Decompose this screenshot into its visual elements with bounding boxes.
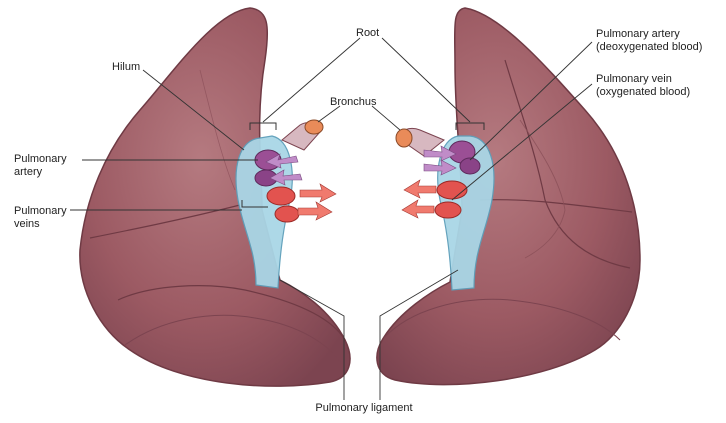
pulmonary-vein-right-label: Pulmonary vein (oxygenated blood) xyxy=(596,73,690,99)
pulmonary-vein-right-line-2: (oxygenated blood) xyxy=(596,86,690,99)
left-vein-a xyxy=(267,187,295,205)
right-vein-a xyxy=(437,181,467,199)
pulmonary-vein-right-line-1: Pulmonary vein xyxy=(596,73,690,86)
pulmonary-ligament-label: Pulmonary ligament xyxy=(296,402,432,415)
pulmonary-veins-left-line-2: veins xyxy=(14,218,67,231)
left-vein-arrow-1 xyxy=(300,184,336,202)
left-vein-arrow-2 xyxy=(298,202,332,220)
pulmonary-artery-left-line-2: artery xyxy=(14,166,67,179)
bronchus-leader-right xyxy=(372,106,400,130)
pulmonary-artery-right-line-2: (deoxygenated blood) xyxy=(596,41,702,54)
right-vein-b xyxy=(435,202,461,218)
pulmonary-veins-left-label: Pulmonary veins xyxy=(14,205,67,231)
root-leader-left xyxy=(263,38,360,122)
left-bronchus-opening xyxy=(305,120,323,134)
right-bronchus-opening xyxy=(396,129,412,147)
right-vein-arrow-2 xyxy=(402,200,434,218)
pulmonary-artery-right-label: Pulmonary artery (deoxygenated blood) xyxy=(596,28,702,54)
left-vein-b xyxy=(275,206,299,222)
pulmonary-veins-left-line-1: Pulmonary xyxy=(14,205,67,218)
root-label: Root xyxy=(356,27,379,40)
bronchus-label: Bronchus xyxy=(330,96,376,109)
pulmonary-artery-left-label: Pulmonary artery xyxy=(14,153,67,179)
hilum-label: Hilum xyxy=(112,61,140,74)
right-artery-b xyxy=(460,158,480,174)
pulmonary-artery-right-line-1: Pulmonary artery xyxy=(596,28,702,41)
pulmonary-artery-left-line-1: Pulmonary xyxy=(14,153,67,166)
right-vein-arrow-1 xyxy=(404,180,436,198)
